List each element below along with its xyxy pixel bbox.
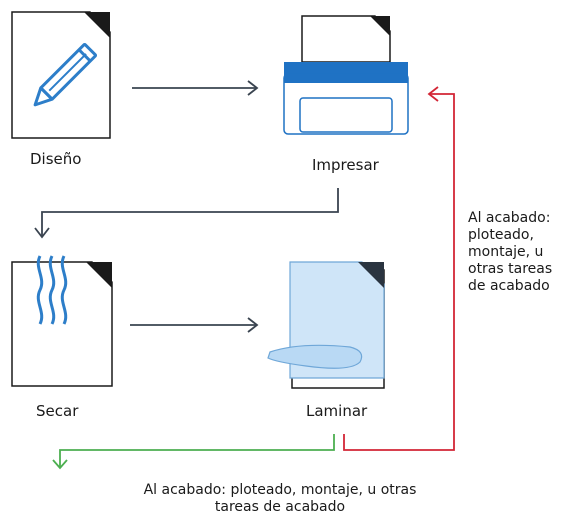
pencil-document-icon	[11, 11, 111, 139]
arrow-print-to-dry	[34, 188, 339, 239]
dry-label: Secar	[36, 402, 79, 420]
laminated-document-icon	[267, 261, 385, 389]
side-finishing-note: Al acabado: ploteado, montaje, u otras t…	[468, 210, 553, 294]
printer-icon	[283, 15, 409, 135]
print-label: Impresar	[312, 156, 379, 174]
arrow-design-to-print	[132, 80, 259, 96]
laminate-label: Laminar	[306, 402, 368, 420]
arrow-laminate-to-print	[343, 86, 455, 451]
arrow-dry-to-laminate	[130, 317, 259, 333]
arrow-to-finishing	[52, 434, 335, 470]
drying-document-icon	[11, 255, 113, 387]
design-label: Diseño	[30, 150, 82, 168]
bottom-finishing-note: Al acabado: ploteado, montaje, u otras t…	[143, 482, 417, 515]
